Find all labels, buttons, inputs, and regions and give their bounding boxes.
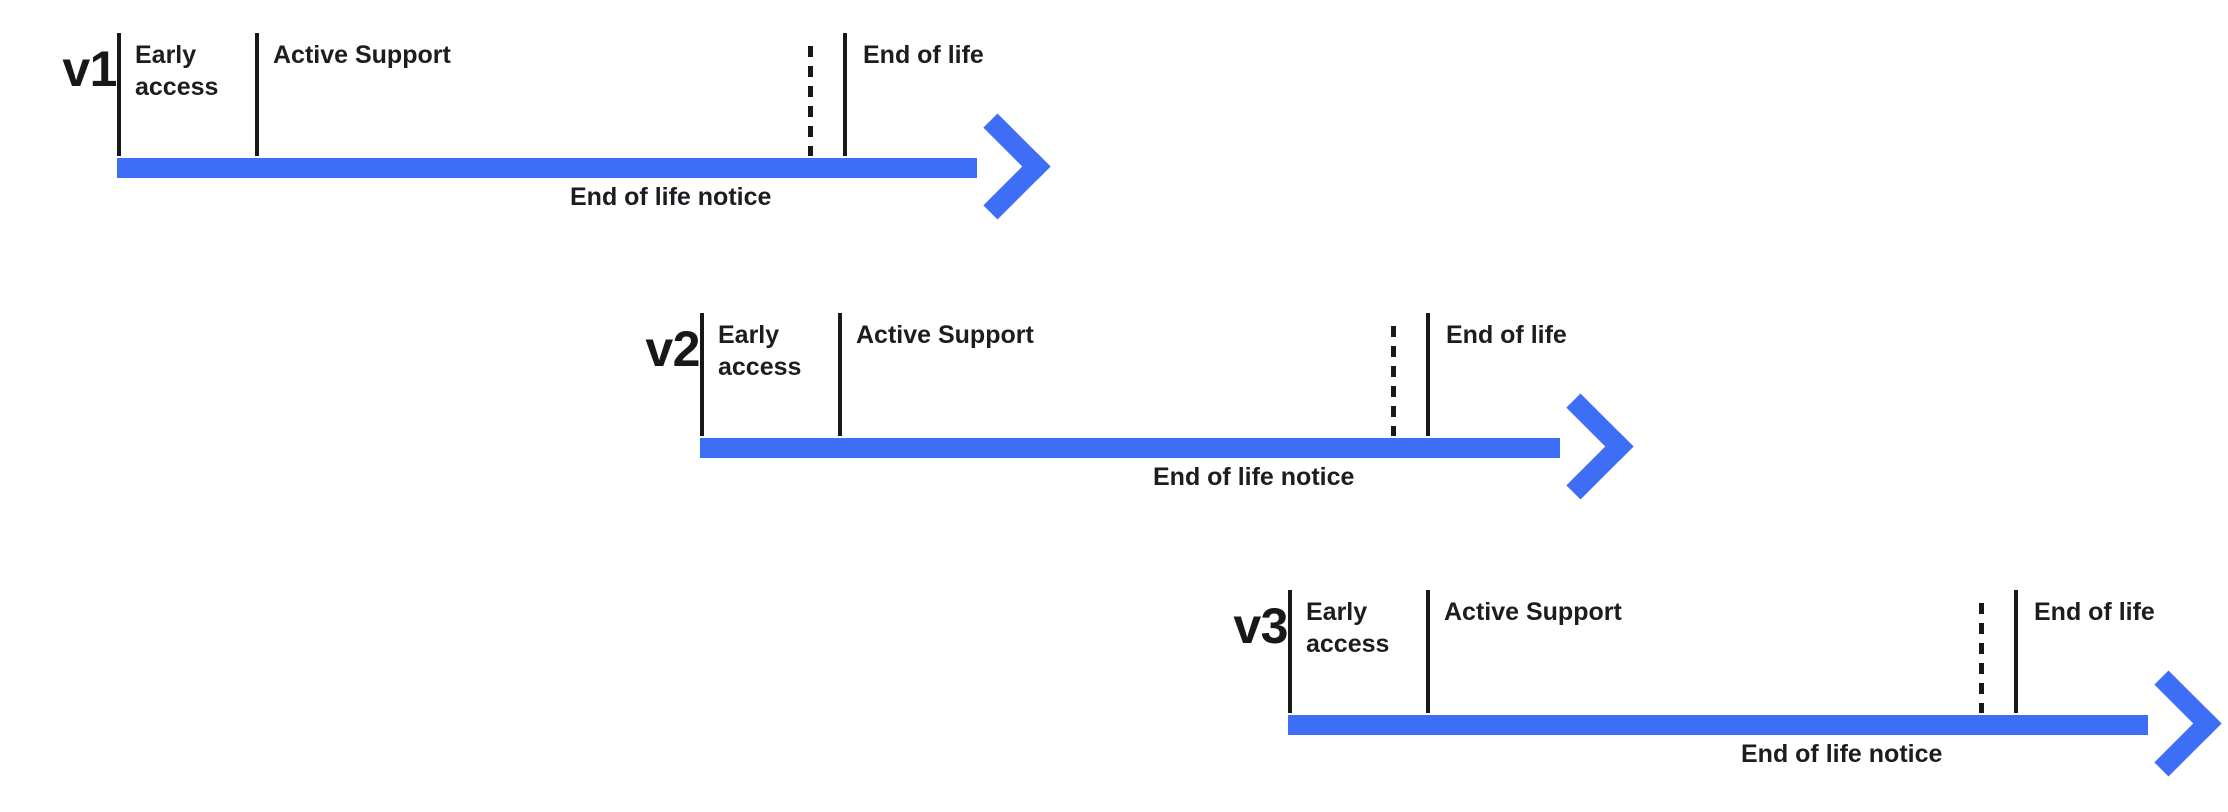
version-label-v3: v3 <box>1233 598 1288 654</box>
phase-label-early-access-v2: Early access <box>718 321 802 381</box>
divider-active-support-start-v3 <box>1426 590 1430 713</box>
phase-label-early-access-v3: Early access <box>1306 598 1390 658</box>
phase-label-active-support-v2: Active Support <box>856 321 1034 349</box>
phase-label-active-support-v1: Active Support <box>273 41 451 69</box>
timeline-row-v1: v1 Early access Active Support End of li… <box>25 10 1085 220</box>
phase-label-end-of-life-v3: End of life <box>2034 598 2155 626</box>
version-label-v2: v2 <box>645 321 700 377</box>
version-label-v1: v1 <box>62 41 117 97</box>
divider-early-access-start-v2 <box>700 313 704 436</box>
notice-label-end-of-life-notice-v1: End of life notice <box>570 183 772 211</box>
timeline-row-v3: v3 Early access Active Support End of li… <box>1196 567 2228 777</box>
divider-end-of-life-start-v1 <box>843 33 847 156</box>
divider-end-of-life-start-v3 <box>2014 590 2018 713</box>
divider-active-support-start-v1 <box>255 33 259 156</box>
divider-end-of-life-notice-v2 <box>1391 326 1396 436</box>
notice-label-end-of-life-notice-v2: End of life notice <box>1153 463 1355 491</box>
phase-label-early-access-v1: Early access <box>135 41 219 101</box>
notice-label-end-of-life-notice-v3: End of life notice <box>1741 740 1943 768</box>
phase-label-active-support-v3: Active Support <box>1444 598 1622 626</box>
arrow-head-icon-v3 <box>2115 670 2222 777</box>
arrow-head-icon-v1 <box>944 113 1051 220</box>
divider-end-of-life-start-v2 <box>1426 313 1430 436</box>
lifecycle-bar-v1 <box>117 158 977 178</box>
divider-early-access-start-v3 <box>1288 590 1292 713</box>
arrow-head-icon-v2 <box>1527 393 1634 500</box>
phase-label-end-of-life-v1: End of life <box>863 41 984 69</box>
divider-end-of-life-notice-v3 <box>1979 603 1984 713</box>
timeline-row-v2: v2 Early access Active Support End of li… <box>608 290 1668 500</box>
lifecycle-bar-v2 <box>700 438 1560 458</box>
lifecycle-bar-v3 <box>1288 715 2148 735</box>
divider-early-access-start-v1 <box>117 33 121 156</box>
divider-active-support-start-v2 <box>838 313 842 436</box>
divider-end-of-life-notice-v1 <box>808 46 813 156</box>
phase-label-end-of-life-v2: End of life <box>1446 321 1567 349</box>
